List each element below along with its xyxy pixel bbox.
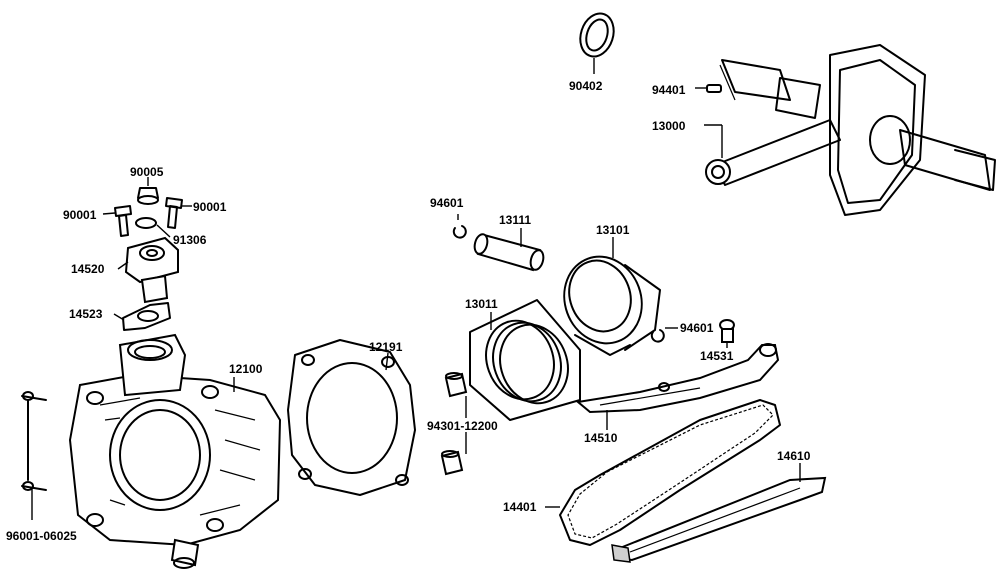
label-13111: 13111 bbox=[499, 213, 531, 227]
part-13000-crankshaft bbox=[704, 44, 996, 216]
part-12100-cylinder bbox=[68, 333, 282, 569]
part-94601-clip-left bbox=[452, 214, 467, 239]
part-12191-head-gasket bbox=[287, 339, 416, 496]
part-14510-chain-guide bbox=[575, 343, 780, 430]
label-94401: 94401 bbox=[652, 83, 686, 97]
label-90402: 90402 bbox=[569, 79, 603, 93]
label-13101: 13101 bbox=[596, 223, 630, 237]
label-12191: 12191 bbox=[369, 340, 403, 354]
label-13011: 13011 bbox=[465, 297, 498, 311]
part-14401-cam-chain bbox=[545, 399, 781, 546]
label-12100: 12100 bbox=[229, 362, 263, 376]
part-90001-bolt-left bbox=[102, 205, 132, 237]
part-90402-washer bbox=[579, 12, 615, 74]
part-14610-chain-guide bbox=[611, 463, 827, 563]
label-14531: 14531 bbox=[700, 349, 734, 363]
label-96001-06025: 96001-06025 bbox=[6, 529, 77, 543]
part-94301-dowels bbox=[440, 372, 468, 476]
part-90005-bolt bbox=[137, 177, 159, 205]
part-94601-clip-right bbox=[650, 327, 678, 343]
part-14520-tensioner bbox=[117, 236, 179, 304]
part-96001-studs bbox=[21, 391, 47, 520]
part-13101-piston bbox=[563, 237, 661, 356]
label-94601-right: 94601 bbox=[680, 321, 714, 335]
label-14401: 14401 bbox=[503, 500, 537, 514]
label-13000: 13000 bbox=[652, 119, 686, 133]
label-90001-right: 90001 bbox=[193, 200, 227, 214]
part-94401-key bbox=[695, 84, 722, 93]
label-14610: 14610 bbox=[777, 449, 811, 463]
part-14531-bolt bbox=[719, 319, 735, 348]
label-14510: 14510 bbox=[584, 431, 618, 445]
label-14523: 14523 bbox=[69, 307, 103, 321]
label-14520: 14520 bbox=[71, 262, 105, 276]
label-90005: 90005 bbox=[130, 165, 164, 179]
label-94601-left: 94601 bbox=[430, 196, 464, 210]
part-90001-bolt-right bbox=[165, 197, 192, 229]
label-91306: 91306 bbox=[173, 233, 207, 247]
part-91306-oring bbox=[135, 217, 171, 238]
part-13111-piston-pin bbox=[473, 228, 545, 272]
part-14523-gasket bbox=[113, 302, 171, 331]
label-94301-12200: 94301-12200 bbox=[427, 419, 498, 433]
label-90001-left: 90001 bbox=[63, 208, 97, 222]
part-13011-piston-rings bbox=[469, 299, 581, 421]
